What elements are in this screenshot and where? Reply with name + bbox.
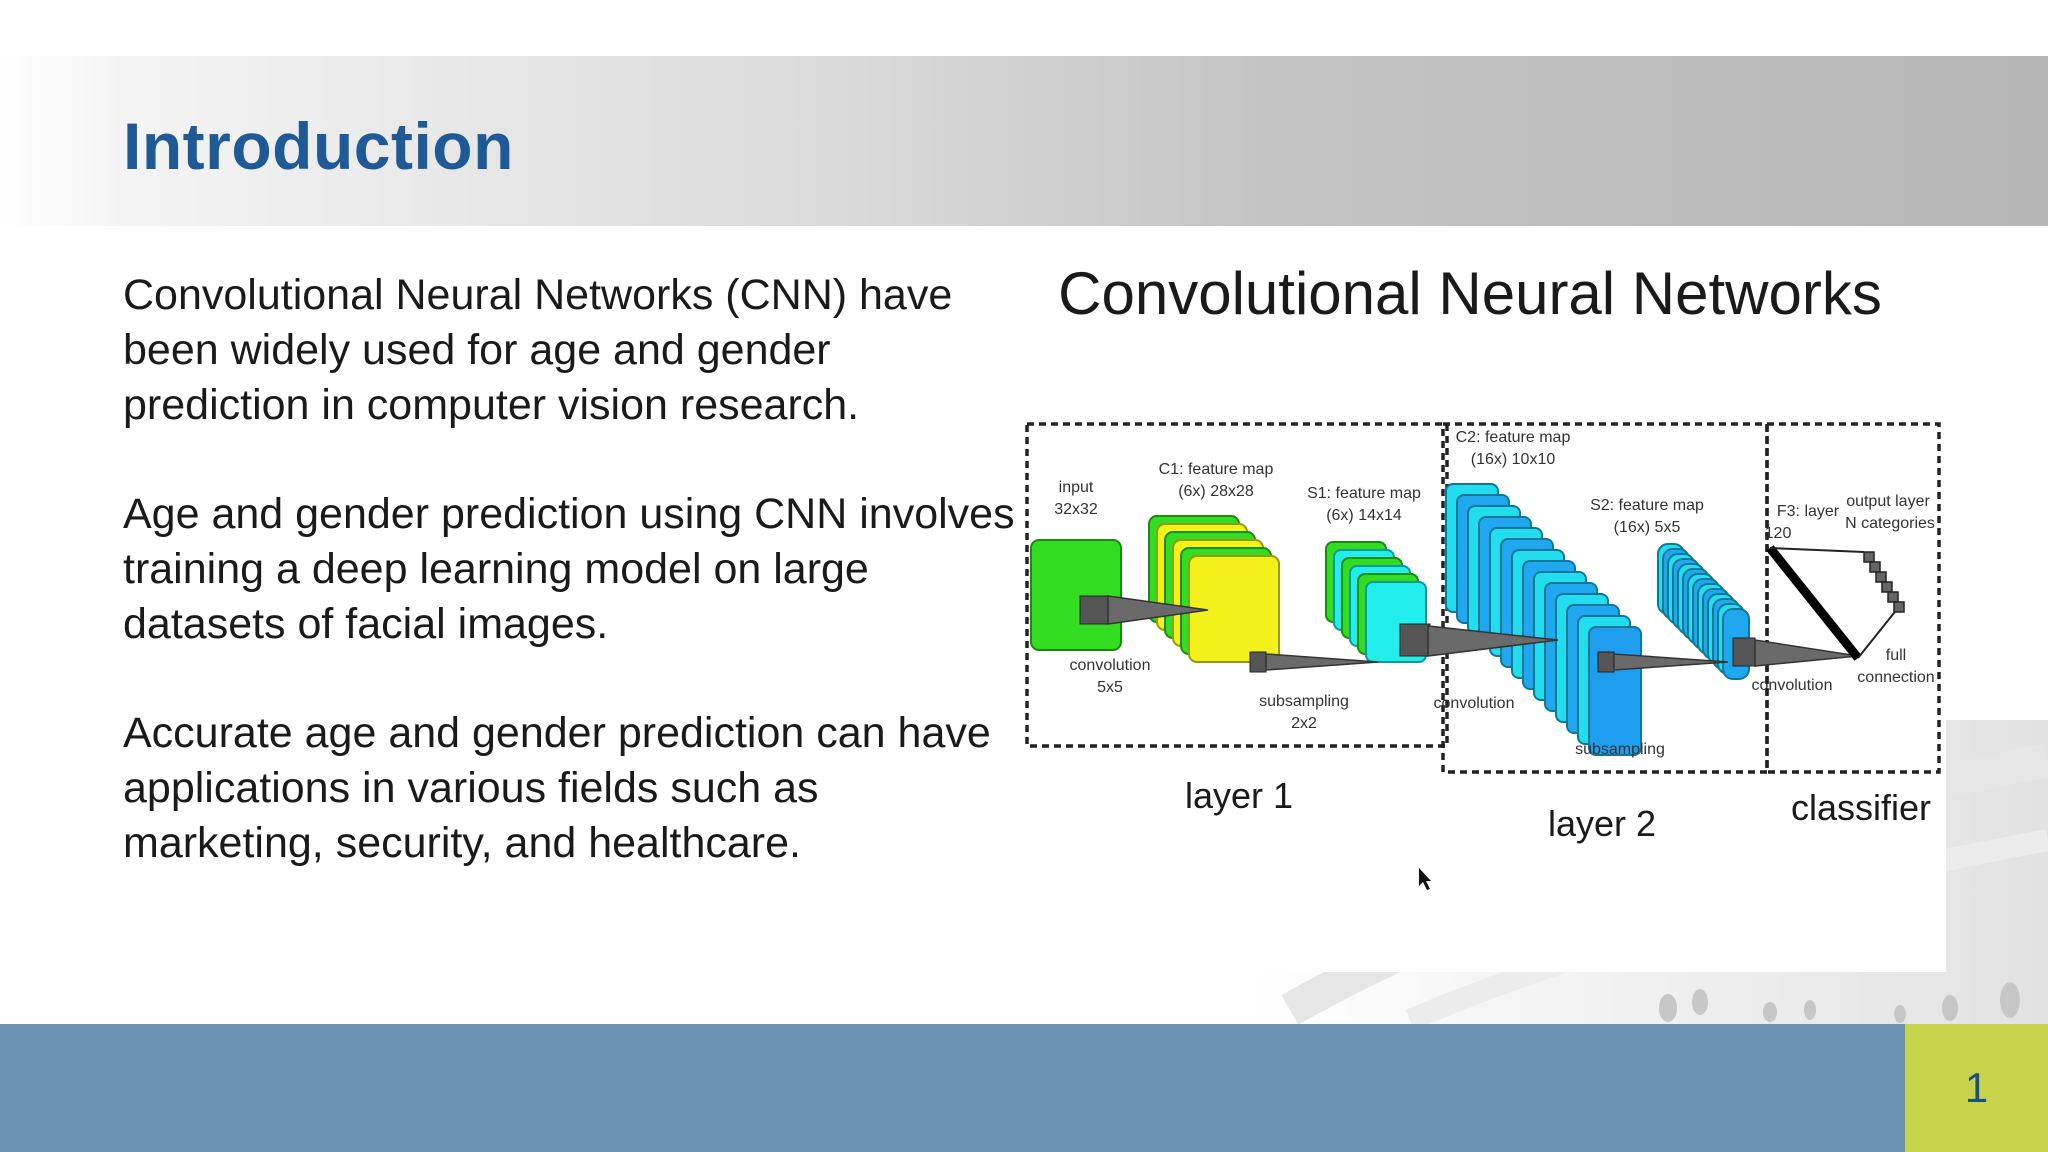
mouse-cursor-icon [1419, 868, 1431, 890]
conv1-label: convolution [1070, 657, 1151, 674]
input-map [1030, 539, 1122, 651]
input-kernel [1079, 595, 1109, 625]
conv2-projection [1427, 625, 1559, 657]
page-number-box: 1 [1905, 1024, 2048, 1152]
c2-kernel [1597, 651, 1615, 673]
s1-label: S1: feature map [1307, 485, 1421, 502]
c2-label: C2: feature map [1456, 429, 1571, 446]
sub1-label: subsampling [1259, 693, 1349, 710]
c2-feature-maps [1445, 483, 1642, 756]
conv1-size-label: 5x5 [1097, 679, 1123, 696]
s2-size-label: (16x) 5x5 [1614, 519, 1681, 536]
fc-edge-top [1769, 547, 1865, 553]
paragraph-2: Age and gender prediction using CNN invo… [123, 490, 1015, 648]
classifier-label: classifier [1791, 787, 1931, 828]
sub2-projection [1613, 653, 1729, 671]
footer-bar [0, 1024, 1905, 1152]
f3-label: F3: layer [1777, 503, 1840, 520]
page-number: 1 [1964, 1064, 1989, 1111]
connection-label: connection [1857, 669, 1934, 686]
s1-kernel [1399, 623, 1431, 657]
cnn-diagram: Convolutional Neural Networks [1018, 252, 1946, 972]
layer2-label: layer 2 [1548, 803, 1656, 844]
s1-size-label: (6x) 14x14 [1326, 507, 1402, 524]
conv2-label: convolution [1434, 695, 1515, 712]
paragraph-3: Accurate age and gender prediction can h… [123, 709, 991, 867]
c1-size-label: (6x) 28x28 [1178, 483, 1254, 500]
sub1-size-label: 2x2 [1291, 715, 1317, 732]
conv1-projection [1107, 595, 1209, 625]
slide-title: Introduction [123, 109, 514, 183]
sub2-label: subsampling [1575, 741, 1665, 758]
output-layer [1863, 551, 1905, 613]
c1-kernel [1249, 651, 1267, 673]
output-label: output layer [1846, 493, 1930, 510]
conv3-projection [1754, 639, 1859, 667]
input-label: input [1059, 479, 1094, 496]
input-size-label: 32x32 [1054, 501, 1098, 518]
c2-size-label: (16x) 10x10 [1471, 451, 1556, 468]
layer1-label: layer 1 [1185, 775, 1293, 816]
s2-kernel [1732, 637, 1756, 667]
title-band [0, 56, 2048, 226]
conv3-label: convolution [1752, 677, 1833, 694]
s2-label: S2: feature map [1590, 497, 1704, 514]
c1-label: C1: feature map [1159, 461, 1274, 478]
diagram-title: Convolutional Neural Networks [1058, 260, 1882, 327]
sub1-projection [1265, 653, 1379, 671]
f3-size-label: 120 [1765, 525, 1792, 542]
classifier-box [1765, 422, 1941, 774]
output-size-label: N categories [1845, 515, 1935, 532]
body-text: Convolutional Neural Networks (CNN) have… [123, 268, 1023, 925]
f3-layer [1766, 545, 1862, 661]
full-label: full [1886, 647, 1906, 664]
paragraph-1: Convolutional Neural Networks (CNN) have… [123, 271, 953, 429]
fc-edge-bottom [1857, 607, 1899, 659]
